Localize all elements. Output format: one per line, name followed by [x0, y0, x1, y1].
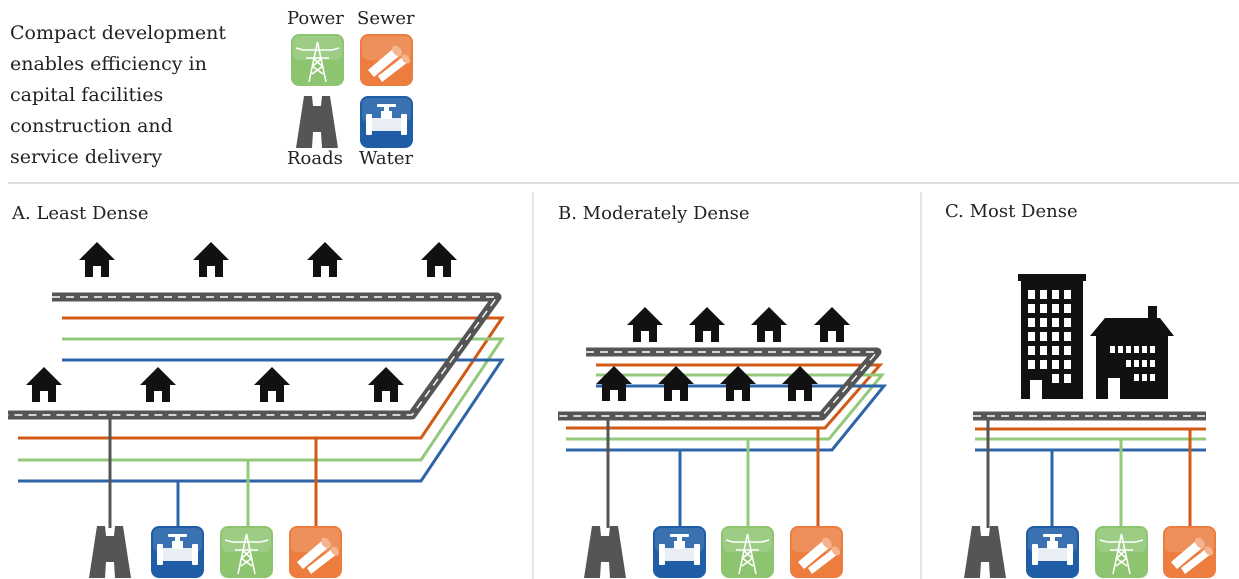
- panel-c-network: [973, 411, 1206, 528]
- house-icon: [26, 367, 62, 402]
- intro-line: service delivery: [10, 146, 163, 168]
- apartment-building-icon: [1018, 274, 1086, 399]
- intro-text: Compact development enables efficiency i…: [10, 18, 270, 173]
- road-icon: [584, 526, 626, 578]
- water-icon: [151, 526, 204, 578]
- house-icon: [307, 242, 343, 277]
- legend-road-icon: [296, 96, 338, 148]
- house-icon: [658, 366, 694, 401]
- panel-a-houses: [26, 242, 457, 402]
- house-icon: [79, 242, 115, 277]
- townhouse-icon: [1090, 306, 1174, 399]
- sewer-icon: [1163, 526, 1216, 578]
- house-icon: [782, 366, 818, 401]
- legend-roads-label: Roads: [287, 148, 343, 169]
- road-icon: [964, 526, 1006, 578]
- house-icon: [421, 242, 457, 277]
- panel-c-title: C. Most Dense: [945, 201, 1078, 222]
- legend-power-label: Power: [287, 8, 344, 29]
- panel-b-icons: [584, 525, 843, 579]
- legend-sewer-label: Sewer: [357, 8, 415, 29]
- panel-b-network: [558, 347, 888, 528]
- road-icon: [89, 526, 131, 578]
- panel-b-title: B. Moderately Dense: [558, 203, 750, 224]
- legend-water-icon: [360, 96, 413, 148]
- power-icon: [219, 525, 274, 579]
- house-icon: [627, 307, 663, 342]
- power-icon: [720, 525, 775, 579]
- panel-a-icons: [89, 525, 342, 579]
- legend-sewer-icon: [360, 34, 413, 86]
- power-icon: [1094, 525, 1149, 579]
- house-icon: [193, 242, 229, 277]
- intro-line: Compact development: [10, 22, 226, 44]
- panel-a-title: A. Least Dense: [12, 203, 149, 224]
- sewer-icon: [289, 526, 342, 578]
- panel-c-buildings: [1018, 274, 1174, 399]
- house-icon: [720, 366, 756, 401]
- legend-water-label: Water: [359, 148, 414, 169]
- intro-line: capital facilities: [10, 84, 164, 106]
- house-icon: [814, 307, 850, 342]
- panel-a-network: [8, 292, 505, 528]
- house-icon: [254, 367, 290, 402]
- house-icon: [368, 367, 404, 402]
- house-icon: [596, 366, 632, 401]
- water-icon: [653, 526, 706, 578]
- water-icon: [1026, 526, 1079, 578]
- intro-line: construction and: [10, 115, 173, 137]
- house-icon: [751, 307, 787, 342]
- legend-power-icon: [290, 33, 345, 87]
- intro-line: enables efficiency in: [10, 53, 207, 75]
- house-icon: [689, 307, 725, 342]
- panel-c-icons: [964, 525, 1216, 579]
- house-icon: [140, 367, 176, 402]
- sewer-icon: [790, 526, 843, 578]
